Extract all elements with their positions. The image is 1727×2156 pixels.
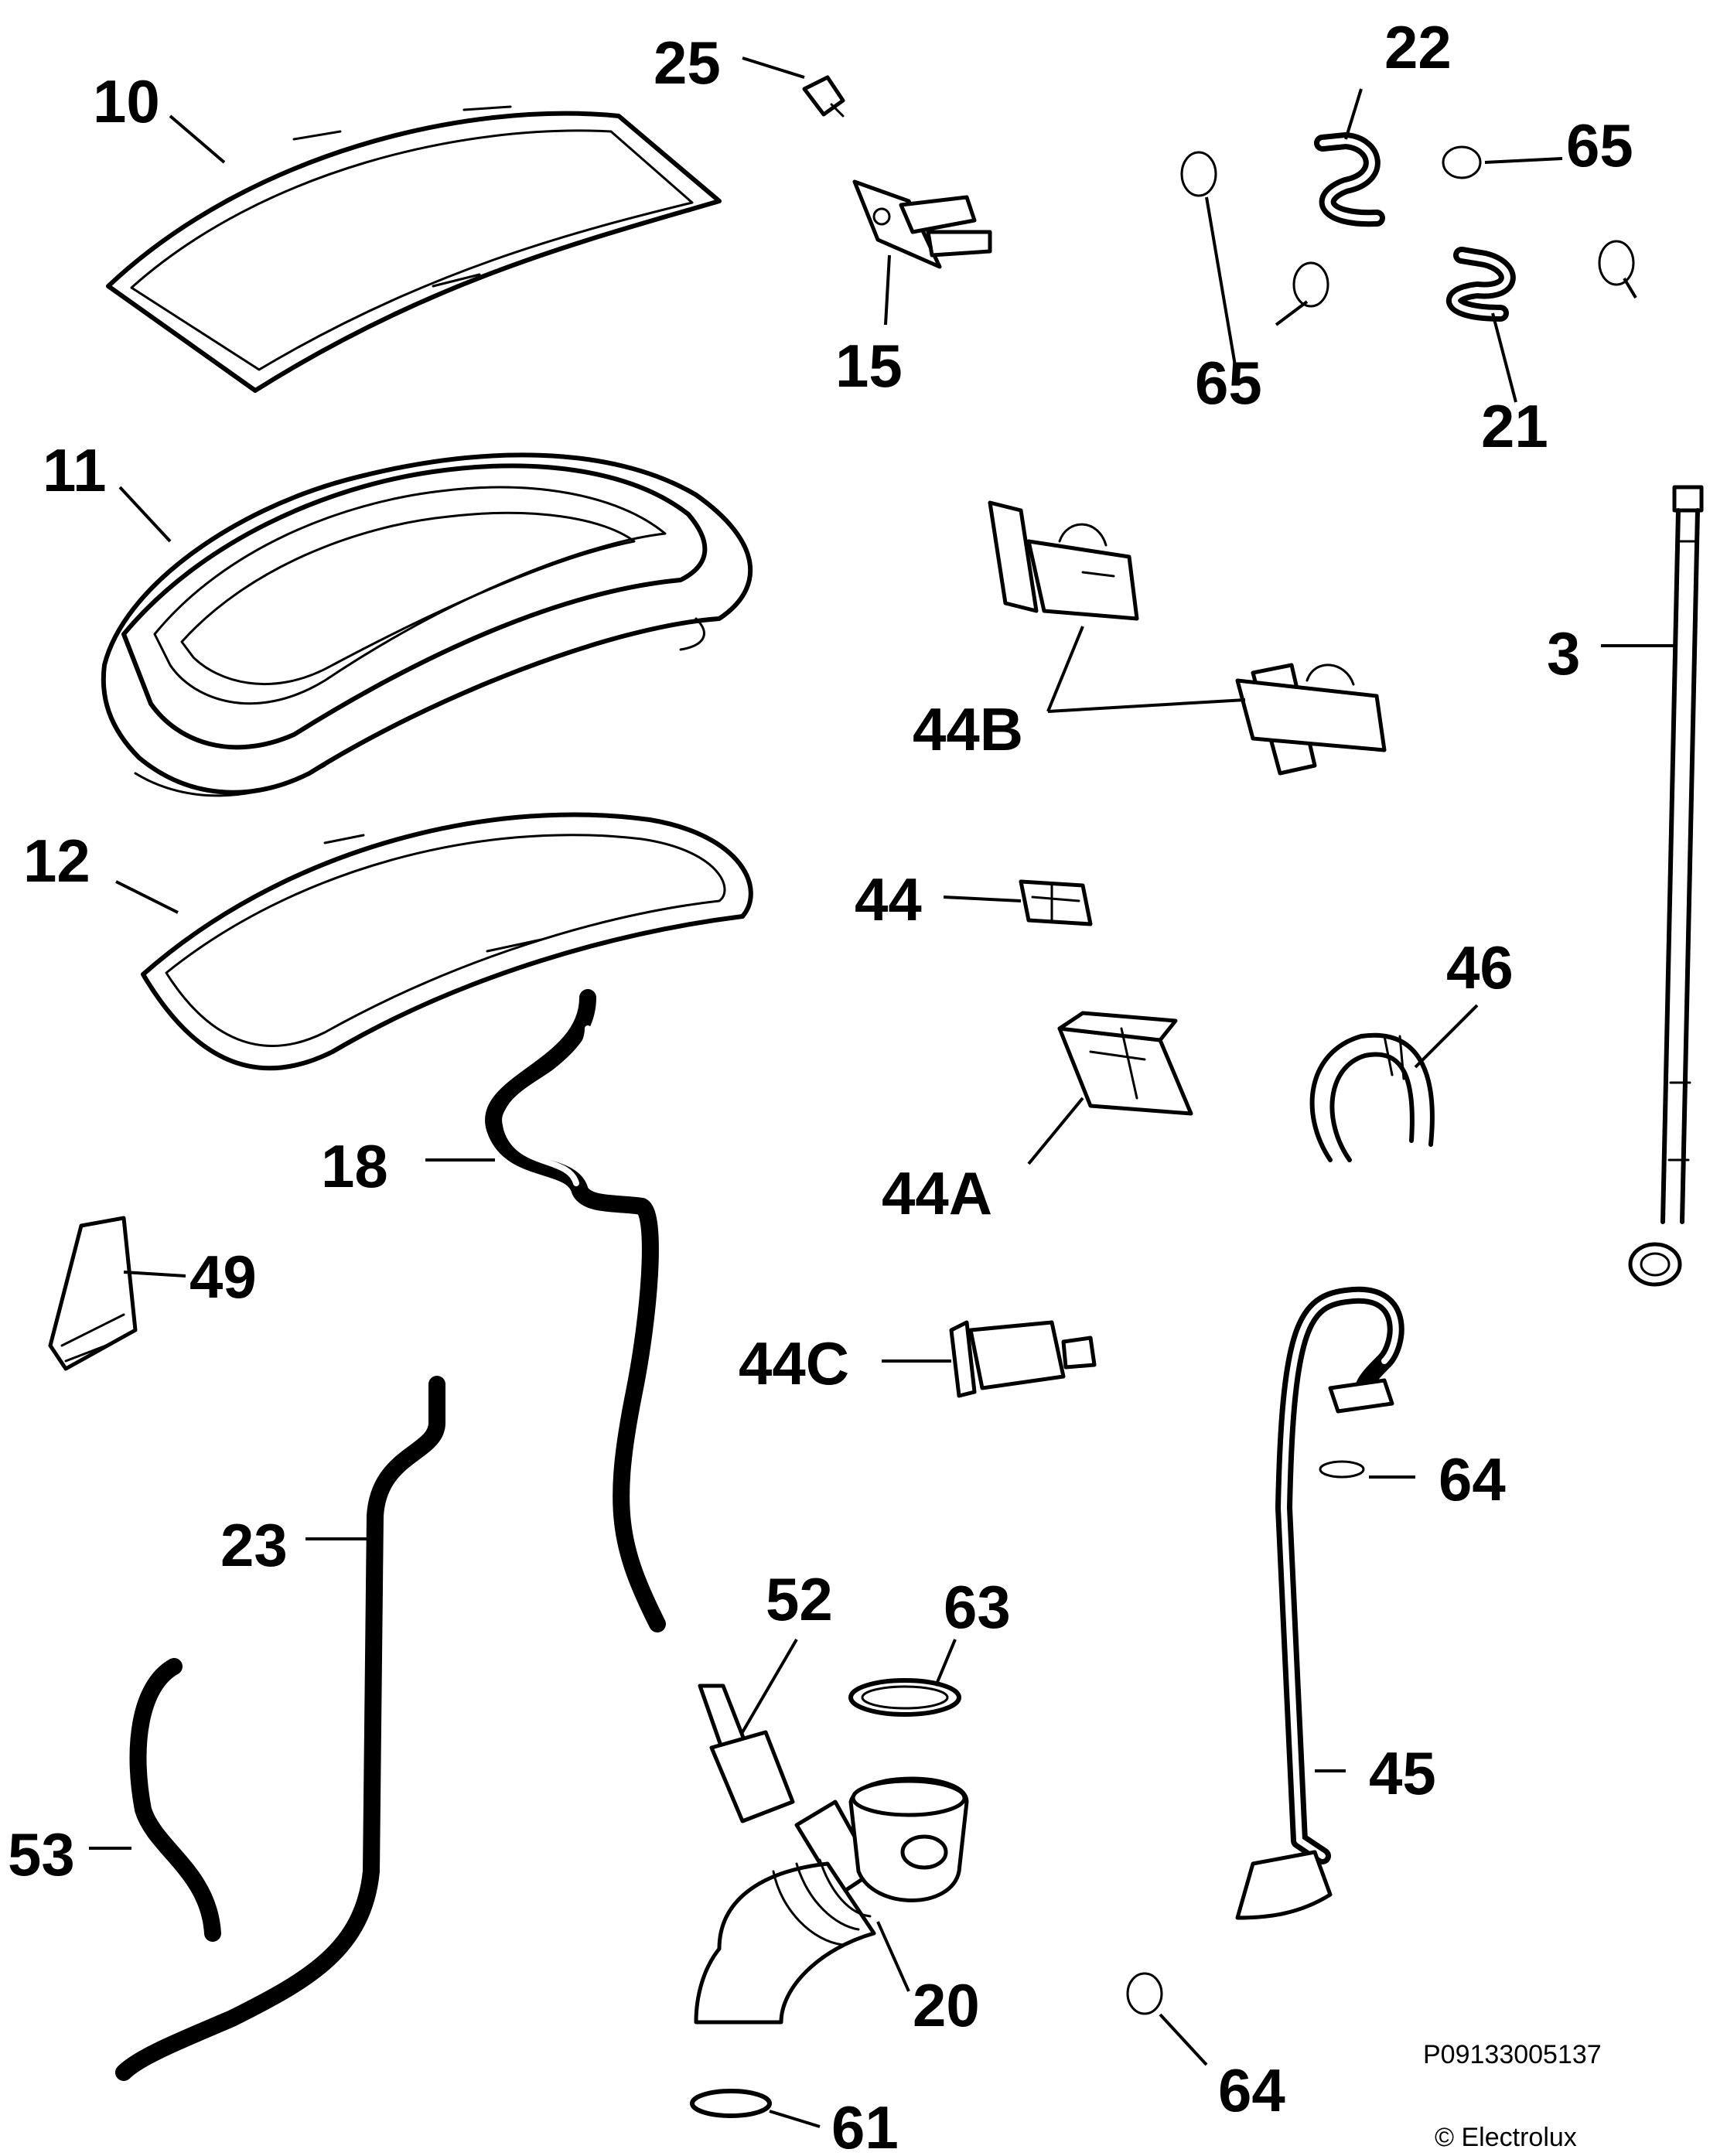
part-53-short-hose bbox=[129, 1658, 221, 1942]
callout-61: 61 bbox=[831, 2093, 899, 2156]
part-46-u-bracket bbox=[1309, 1032, 1435, 1162]
callout-3: 3 bbox=[1547, 619, 1580, 687]
callout-44: 44 bbox=[855, 865, 922, 933]
callout-25: 25 bbox=[654, 29, 721, 97]
callout-64-lower: 64 bbox=[1218, 2056, 1285, 2124]
callout-44B: 44B bbox=[913, 695, 1023, 763]
callout-11: 11 bbox=[43, 436, 106, 504]
part-44A-clip-block bbox=[1057, 1011, 1193, 1116]
part-44C-clip bbox=[949, 1320, 1097, 1398]
callout-15: 15 bbox=[835, 332, 903, 400]
part-63-clamp-ring bbox=[848, 1678, 961, 1717]
callout-labels: 10 25 22 65 15 65 21 11 3 44B 12 44 46 1… bbox=[8, 13, 1633, 2156]
callout-21: 21 bbox=[1481, 392, 1548, 460]
part-52-tube-connector bbox=[698, 1684, 795, 1823]
callout-18: 18 bbox=[321, 1132, 388, 1200]
part-64-clamps bbox=[1126, 1460, 1365, 2015]
callout-49: 49 bbox=[189, 1243, 257, 1311]
part-44B-clips bbox=[988, 500, 1387, 776]
callout-65-left: 65 bbox=[1195, 349, 1262, 417]
part-23-long-hose bbox=[115, 1376, 445, 2081]
leader-lines bbox=[89, 56, 1674, 2128]
callout-10: 10 bbox=[93, 67, 160, 135]
diagram-part-number: P09133005137 bbox=[1423, 2040, 1602, 2069]
callout-65-right: 65 bbox=[1566, 111, 1633, 179]
callout-22: 22 bbox=[1384, 13, 1452, 81]
part-45-drain-hose bbox=[1235, 1286, 1404, 1920]
part-10-gasket-frame bbox=[106, 105, 722, 393]
part-49-filter-brush bbox=[48, 1216, 138, 1371]
callout-52: 52 bbox=[766, 1565, 833, 1633]
callout-20: 20 bbox=[913, 1971, 980, 2039]
callout-46: 46 bbox=[1446, 933, 1514, 1001]
part-3-vertical-rod bbox=[1628, 485, 1704, 1287]
part-15-connector bbox=[852, 179, 992, 269]
callout-44A: 44A bbox=[882, 1159, 992, 1227]
part-18-hose bbox=[485, 989, 666, 1632]
callout-53: 53 bbox=[8, 1820, 75, 1888]
part-12-inner-frame bbox=[141, 812, 753, 1071]
callout-12: 12 bbox=[23, 827, 90, 895]
copyright-notice: © Electrolux bbox=[1435, 2123, 1577, 2152]
callout-63: 63 bbox=[944, 1573, 1011, 1641]
part-44-clip bbox=[1019, 879, 1093, 926]
part-21-elbow-hose bbox=[1445, 247, 1516, 322]
part-11-door-bellows bbox=[101, 452, 753, 797]
part-65-clamps bbox=[1180, 145, 1635, 308]
part-61-clamp bbox=[690, 2089, 772, 2118]
part-22-elbow-hose bbox=[1314, 132, 1385, 227]
callout-23: 23 bbox=[220, 1511, 288, 1579]
callout-64-upper: 64 bbox=[1439, 1445, 1506, 1513]
callout-44C: 44C bbox=[739, 1329, 849, 1397]
part-20-sump-hose bbox=[694, 1776, 969, 2025]
part-25-screw bbox=[802, 75, 845, 118]
callout-45: 45 bbox=[1369, 1739, 1436, 1807]
